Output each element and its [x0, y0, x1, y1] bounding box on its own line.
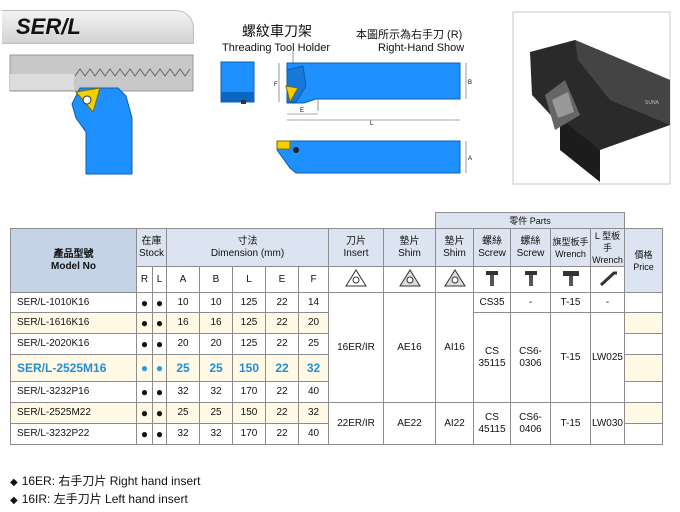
- model-cell: SER/L-2525M22: [10, 402, 137, 424]
- l-wrench-cell: LW030: [590, 402, 625, 445]
- dim-b-header: B: [199, 266, 233, 293]
- screw2-icon: [510, 266, 551, 293]
- price-cell: [624, 423, 663, 445]
- dim-l-label: L: [370, 121, 374, 127]
- table-row: SER/L-1010K16 ● ● 10 10 125 22 14 16ER/I…: [10, 292, 663, 403]
- stock-l-header: L: [152, 266, 167, 293]
- subtitle-zh: 螺紋車刀架: [242, 23, 312, 39]
- diamond-bullet-icon: ◆: [10, 495, 18, 506]
- dim-a-label: A: [468, 156, 472, 162]
- shim2-cell-16: AI16: [435, 292, 474, 403]
- holder-photo: SUNA: [512, 11, 671, 185]
- screw-cell: CS 35115: [473, 312, 511, 403]
- footnote-item: ◆16ER: 右手刀片 Right hand insert: [10, 474, 201, 488]
- thread-workpiece-illustration: [9, 54, 194, 175]
- wrench-cell: T-15: [550, 292, 591, 313]
- model-cell: SER/L-1010K16: [10, 292, 137, 313]
- tool-diagrams: E F B L A SUNA: [9, 11, 671, 185]
- diamond-bullet-icon: ◆: [10, 477, 18, 488]
- right-hand-note-zh: 本圖所示為右手刀 (R): [356, 29, 463, 41]
- wrench-cell: T-15: [550, 402, 591, 445]
- table-row: SER/L-3232P22 ● ● 32 32 170 22 40: [10, 423, 663, 445]
- model-cell: SER/L-2525M16: [10, 354, 137, 382]
- model-cell: SER/L-1616K16: [10, 312, 137, 334]
- dim-b-label: B: [468, 80, 472, 86]
- screw2-cell: CS6-0406: [510, 402, 551, 445]
- stock-r-header: R: [136, 266, 153, 293]
- insert-cell-22: 22ER/IR: [328, 402, 384, 445]
- price-cell: [624, 381, 663, 403]
- top-view-drawing: A: [276, 140, 472, 174]
- screw-icon: [473, 266, 511, 293]
- screw2-cell: CS6-0306: [510, 312, 551, 403]
- shim2-icon: [435, 266, 474, 293]
- screw2-cell: -: [510, 292, 551, 313]
- page-title: SER/L: [16, 14, 81, 39]
- dim-l-header: L: [232, 266, 266, 293]
- table-row: SER/L-2525M22 ● ● 25 25 150 22 32 22ER/I…: [10, 402, 663, 445]
- wrench-icon: [550, 266, 591, 293]
- dim-e-header: E: [265, 266, 299, 293]
- subtitle-en: Threading Tool Holder: [222, 42, 331, 54]
- model-header: 產品型號 Model No: [10, 228, 137, 293]
- end-view-drawing: [220, 61, 255, 104]
- l-wrench-cell: LW025: [590, 312, 625, 403]
- shim-cell-16: AE16: [383, 292, 436, 403]
- insert-icon: [328, 266, 384, 293]
- price-cell: [624, 292, 663, 313]
- right-hand-note-en: Right-Hand Show: [378, 42, 465, 54]
- insert-cell-16: 16ER/IR: [328, 292, 384, 403]
- table-row: SER/L-2020K16 ● ● 20 20 125 22 25: [10, 333, 663, 355]
- price-cell: [624, 402, 663, 424]
- brand-logo: SUNA: [645, 100, 660, 106]
- parts-header: 零件 Parts: [435, 212, 625, 229]
- l-wrench-icon: [590, 266, 625, 293]
- price-cell: [624, 354, 663, 382]
- dim-a-header: A: [166, 266, 200, 293]
- model-cell: SER/L-2020K16: [10, 333, 137, 355]
- dim-f-label: F: [274, 82, 278, 88]
- title-bar: SER/L: [2, 10, 194, 44]
- wrench-cell: T-15: [550, 312, 591, 403]
- footnotes: ◆16ER: 右手刀片 Right hand insert ◆16IR: 左手刀…: [10, 473, 200, 509]
- l-wrench-cell: -: [590, 292, 625, 313]
- side-view-drawing: E F B L: [274, 51, 472, 127]
- screw-cell: CS 45115: [473, 402, 511, 445]
- screw-cell: CS35: [473, 292, 511, 313]
- shim-icon: [383, 266, 436, 293]
- model-cell: SER/L-3232P22: [10, 423, 137, 445]
- shim-cell-22: AE22: [383, 402, 436, 445]
- shim2-cell-22: AI22: [435, 402, 474, 445]
- price-cell: [624, 312, 663, 334]
- model-cell: SER/L-3232P16: [10, 381, 137, 403]
- footnote-item: ◆16IR: 左手刀片 Left hand insert: [10, 492, 188, 506]
- price-cell: [624, 333, 663, 355]
- dim-e-label: E: [300, 108, 304, 114]
- dim-f-header: F: [298, 266, 329, 293]
